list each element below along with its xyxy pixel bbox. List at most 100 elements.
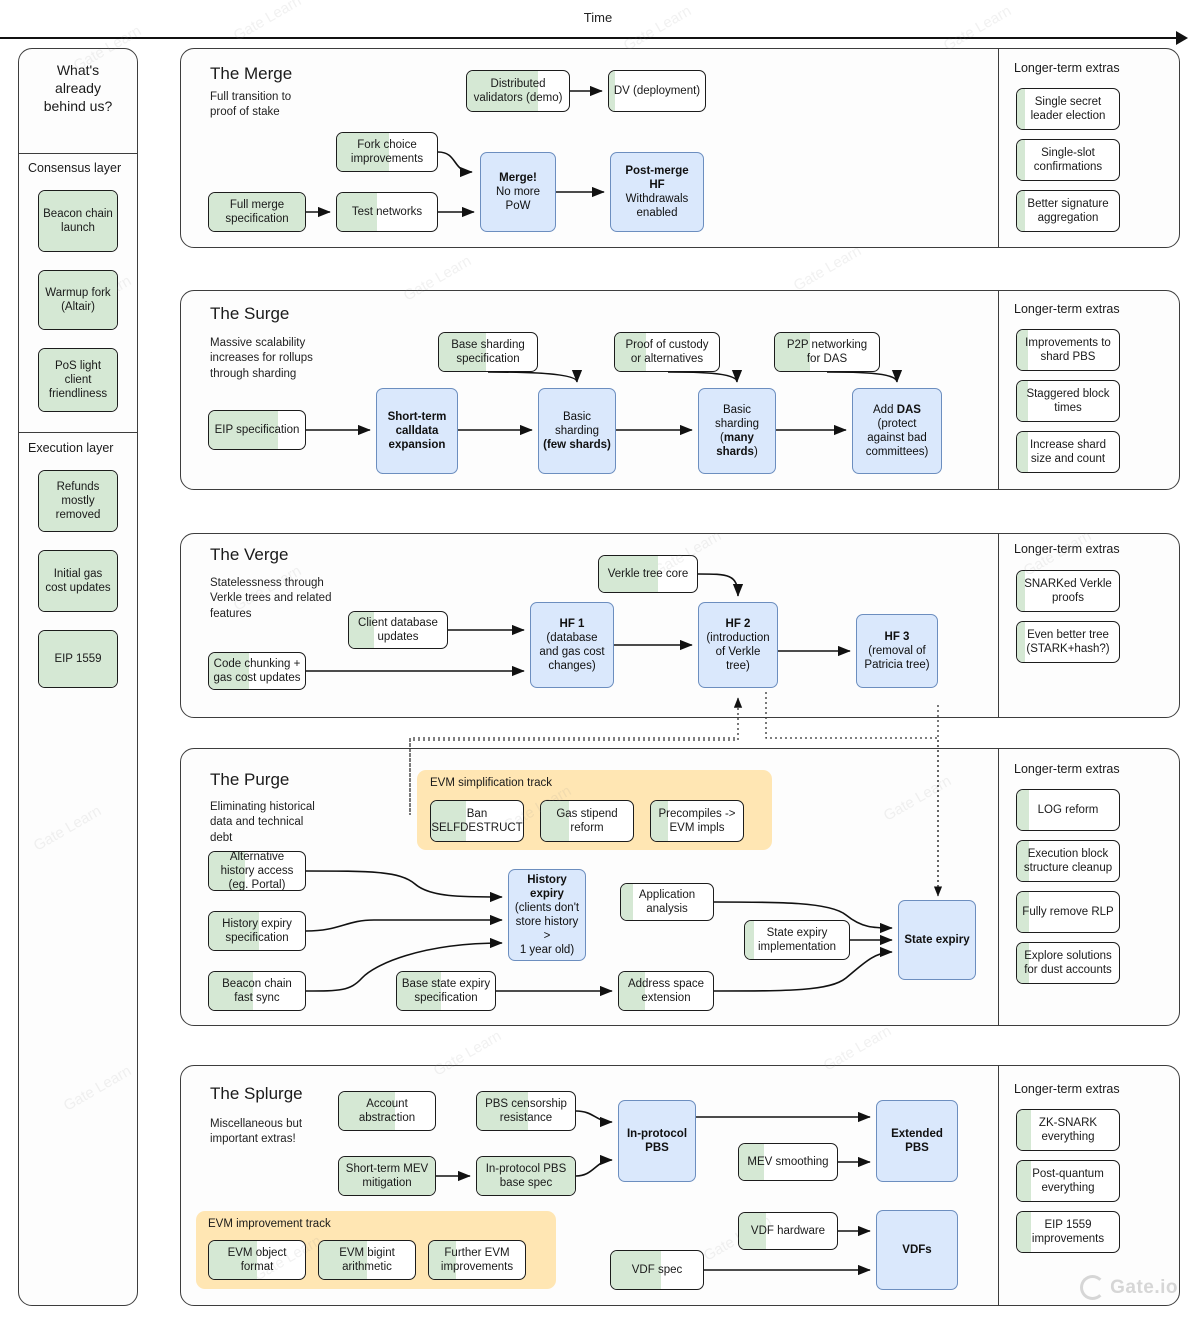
node-short-term-mev-mitigation[interactable]: Short-term MEV mitigation: [338, 1156, 436, 1196]
node-label: Test networks: [351, 205, 423, 218]
node-base-state-expiry-specification[interactable]: Base state expiry specification: [396, 971, 496, 1011]
node-in-protocol-pbs-base-spec[interactable]: In-protocol PBS base spec: [476, 1156, 576, 1196]
extra-label: Execution block structure cleanup: [1023, 847, 1113, 874]
node-client-database-updates[interactable]: Client database updates: [348, 611, 448, 649]
node-mev-smoothing[interactable]: MEV smoothing: [738, 1143, 838, 1181]
track-item-further-evm-improvements[interactable]: Further EVM improvements: [428, 1240, 526, 1280]
node-label: P2P networking for DAS: [786, 338, 868, 365]
node-pbs-censorship-resistance[interactable]: PBS censorship resistance: [476, 1091, 576, 1131]
node-label: Client database updates: [358, 616, 438, 643]
node-address-space-extension[interactable]: Address space extension: [618, 971, 714, 1011]
node-eip-specification[interactable]: EIP specification: [208, 410, 306, 450]
node-label: Code chunking + gas cost updates: [213, 657, 301, 684]
node-vdf-spec[interactable]: VDF spec: [610, 1250, 704, 1290]
node-label: State expiry: [904, 933, 970, 946]
extra-eip-1559-improvements[interactable]: EIP 1559 improvements: [1016, 1211, 1120, 1253]
track-item-gas-stipend-reform[interactable]: Gas stipend reform: [540, 800, 634, 842]
extra-label: Better signature aggregation: [1027, 197, 1109, 224]
merge-extras-separator: [998, 49, 999, 247]
extra-execution-block-structure-cleanup[interactable]: Execution block structure cleanup: [1016, 840, 1120, 882]
behind-item-refunds-mostly-removed[interactable]: Refunds mostly removed: [38, 470, 118, 532]
extra-increase-shard-size-and-count[interactable]: Increase shard size and count: [1016, 431, 1120, 473]
track-item-label: Ban SELFDESTRUCT: [431, 807, 523, 834]
purge-title: The Purge: [210, 770, 290, 789]
extra-better-signature-aggregation[interactable]: Better signature aggregation: [1016, 190, 1120, 232]
gate-io-logo: Gate.io: [1080, 1275, 1178, 1300]
node-test-networks[interactable]: Test networks: [336, 192, 438, 232]
behind-item-label: Initial gas cost updates: [45, 567, 111, 594]
extra-zk-snark-everything[interactable]: ZK-SNARK everything: [1016, 1109, 1120, 1151]
extra-label: Fully remove RLP: [1022, 905, 1114, 918]
behind-item-label: Beacon chain launch: [43, 207, 113, 234]
node-proof-of-custody[interactable]: Proof of custody or alternatives: [614, 332, 720, 372]
extra-label: Increase shard size and count: [1029, 438, 1107, 465]
behind-item-eip-1559[interactable]: EIP 1559: [38, 630, 118, 688]
node-fork-choice-improvements[interactable]: Fork choice improvements: [336, 132, 438, 172]
node-label: Full merge specification: [225, 198, 289, 225]
purge-subtitle: Eliminating historical data and technica…: [210, 801, 315, 844]
node-history-expiry-specification[interactable]: History expiry specification: [208, 911, 306, 951]
node-verkle-tree-core[interactable]: Verkle tree core: [598, 555, 698, 593]
extra-single-secret-leader-election[interactable]: Single secret leader election: [1016, 88, 1120, 130]
node-dv-deployment[interactable]: DV (deployment): [608, 70, 706, 112]
track-item-precompiles-to-evm-impls[interactable]: Precompiles -> EVM impls: [650, 800, 744, 842]
track-item-evm-object-format[interactable]: EVM object format: [208, 1240, 306, 1280]
track-item-evm-bigint-arithmetic[interactable]: EVM bigint arithmetic: [318, 1240, 416, 1280]
verge-subtitle: Statelessness through Verkle trees and r…: [210, 577, 332, 620]
node-label: Fork choice improvements: [350, 138, 424, 165]
node-vdf-hardware[interactable]: VDF hardware: [738, 1212, 838, 1250]
purge-extras-separator: [998, 749, 999, 1025]
behind-item-label: PoS light client friendliness: [48, 359, 108, 400]
extra-label: Post-quantum everything: [1032, 1167, 1104, 1194]
extra-single-slot-confirmations[interactable]: Single-slot confirmations: [1016, 139, 1120, 181]
extra-log-reform[interactable]: LOG reform: [1016, 789, 1120, 831]
node-label: Address space extension: [627, 977, 705, 1004]
extra-even-better-tree[interactable]: Even better tree (STARK+hash?): [1016, 621, 1120, 663]
node-beacon-chain-fast-sync[interactable]: Beacon chain fast sync: [208, 971, 306, 1011]
node-code-chunking-gas-cost-updates[interactable]: Code chunking + gas cost updates: [208, 652, 306, 690]
node-full-merge-specification[interactable]: Full merge specification: [208, 192, 306, 232]
behind-item-pos-light-client-friendliness[interactable]: PoS light client friendliness: [38, 348, 118, 412]
node-p2p-networking-for-das[interactable]: P2P networking for DAS: [774, 332, 880, 372]
node-distributed-validators[interactable]: Distributed validators (demo): [466, 70, 570, 112]
node-state-expiry-implementation[interactable]: State expiry implementation: [744, 920, 850, 960]
track-item-label: Further EVM improvements: [440, 1246, 514, 1273]
splurge-extras-separator: [998, 1066, 999, 1305]
behind-item-initial-gas-cost-updates[interactable]: Initial gas cost updates: [38, 550, 118, 612]
extra-snarked-verkle-proofs[interactable]: SNARKed Verkle proofs: [1016, 570, 1120, 612]
extra-post-quantum-everything[interactable]: Post-quantum everything: [1016, 1160, 1120, 1202]
track-item-ban-selfdestruct[interactable]: Ban SELFDESTRUCT: [430, 800, 524, 842]
splurge-extras-title: Longer-term extras: [1014, 1082, 1120, 1096]
node-application-analysis[interactable]: Application analysis: [620, 883, 714, 921]
node-state-expiry[interactable]: State expiry: [898, 900, 976, 980]
node-alternative-history-access[interactable]: Alternative history access (eg. Portal): [208, 851, 306, 891]
node-base-sharding-specification[interactable]: Base sharding specification: [438, 332, 538, 372]
extra-explore-solutions-for-dust-accounts[interactable]: Explore solutions for dust accounts: [1016, 942, 1120, 984]
behind-item-beacon-chain-launch[interactable]: Beacon chain launch: [38, 190, 118, 252]
node-account-abstraction[interactable]: Account abstraction: [338, 1091, 436, 1131]
already-behind-title-line3: behind us?: [43, 98, 113, 115]
node-label: Base state expiry specification: [401, 977, 491, 1004]
node-vdfs[interactable]: VDFs: [876, 1210, 958, 1290]
extra-improvements-to-shard-pbs[interactable]: Improvements to shard PBS: [1016, 329, 1120, 371]
extra-staggered-block-times[interactable]: Staggered block times: [1016, 380, 1120, 422]
extra-fully-remove-rlp[interactable]: Fully remove RLP: [1016, 891, 1120, 933]
surge-extras-title: Longer-term extras: [1014, 302, 1120, 316]
behind-item-warmup-fork-altair[interactable]: Warmup fork (Altair): [38, 270, 118, 330]
node-label: Distributed validators (demo): [473, 77, 563, 104]
